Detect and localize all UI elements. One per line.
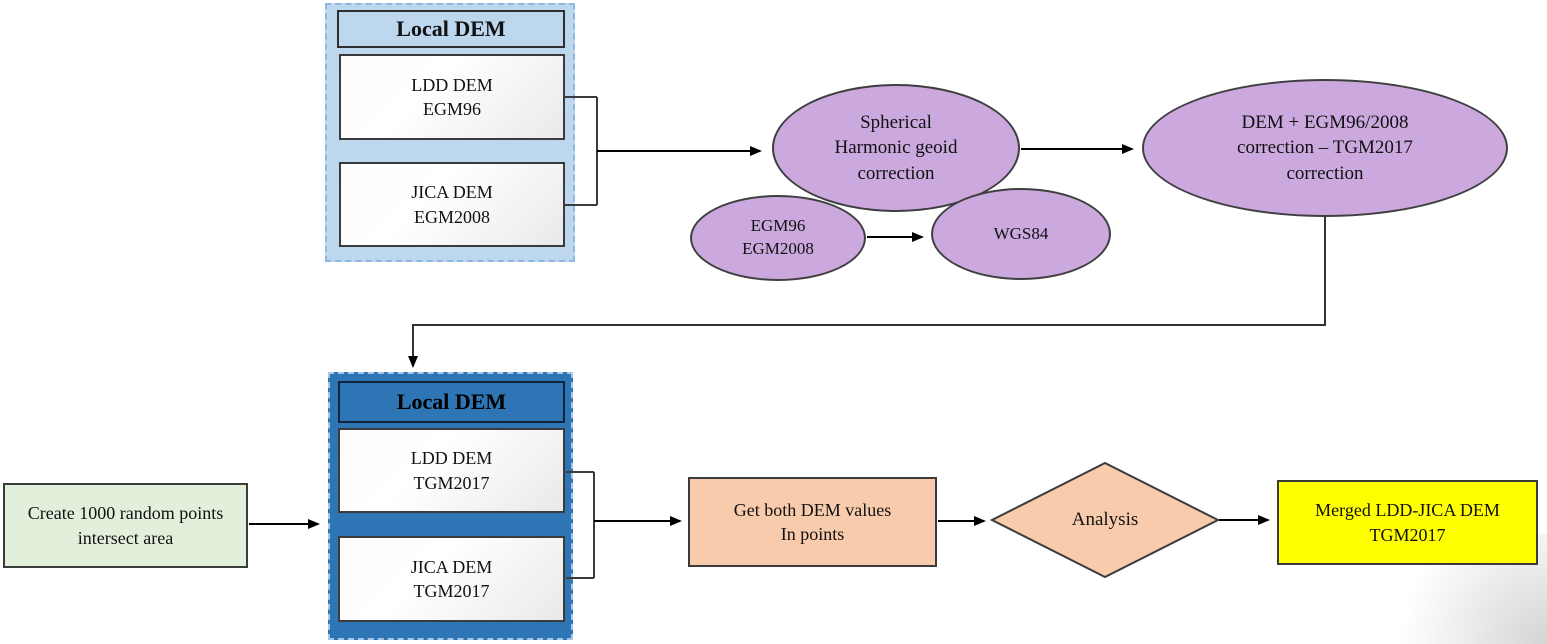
get-dem-values-box: Get both DEM values In points xyxy=(688,477,937,567)
dem-correction-ellipse: DEM + EGM96/2008 correction – TGM2017 co… xyxy=(1142,79,1508,217)
analysis-diamond-label: Analysis xyxy=(1071,509,1139,530)
local-dem-bottom-title: Local DEM xyxy=(338,381,565,423)
wgs84-ellipse: WGS84 xyxy=(931,188,1111,280)
jica-dem-egm2008-box: JICA DEM EGM2008 xyxy=(339,162,565,247)
jica-dem-tgm2017-box: JICA DEM TGM2017 xyxy=(338,536,565,622)
local-dem-top-title: Local DEM xyxy=(337,10,565,48)
egm96-egm2008-ellipse: EGM96 EGM2008 xyxy=(690,195,866,281)
spherical-harmonic-correction-ellipse: Spherical Harmonic geoid correction xyxy=(772,84,1020,212)
ldd-dem-egm96-box: LDD DEM EGM96 xyxy=(339,54,565,140)
ldd-dem-tgm2017-box: LDD DEM TGM2017 xyxy=(338,428,565,513)
merged-dem-box: Merged LDD-JICA DEM TGM2017 xyxy=(1277,480,1538,565)
create-random-points-box: Create 1000 random points intersect area xyxy=(3,483,248,568)
